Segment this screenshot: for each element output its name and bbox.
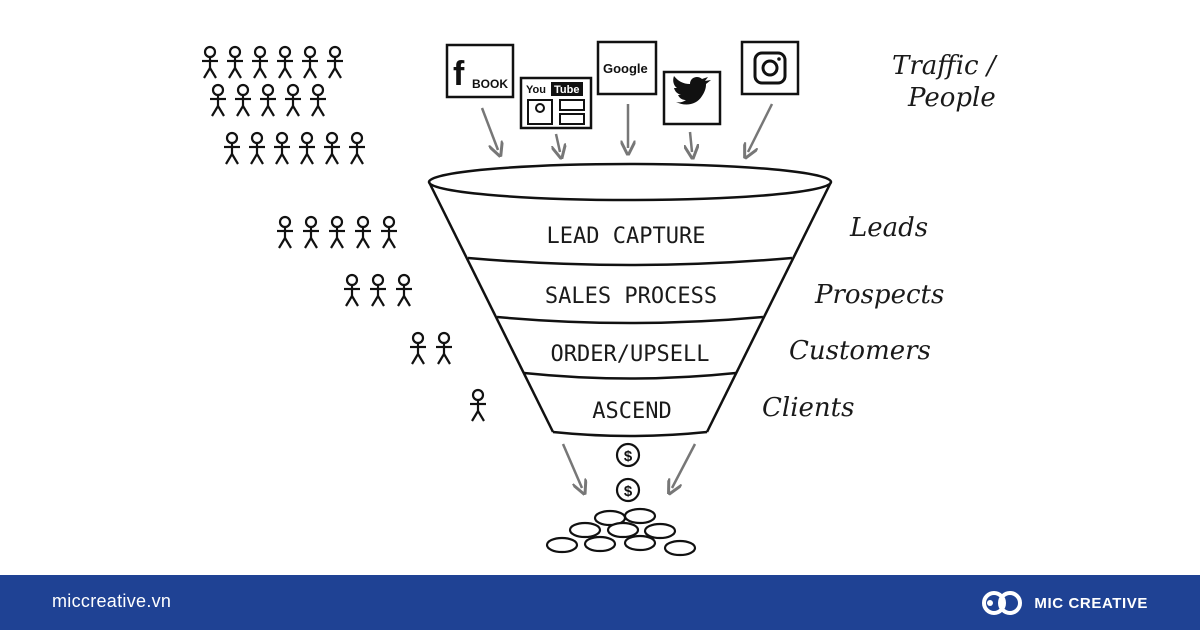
person-icon — [308, 83, 328, 118]
person-icon — [468, 388, 488, 423]
person-icon — [353, 215, 373, 250]
person-icon — [379, 215, 399, 250]
stage-label-order-upsell: ORDER/UPSELL — [551, 342, 710, 367]
youtube-icon: You Tube — [519, 76, 593, 130]
person-icon — [297, 131, 317, 166]
audience-customers: Customers — [789, 336, 931, 366]
google-icon-text: Google — [603, 61, 648, 76]
twitter-icon — [662, 70, 722, 126]
person-icon — [250, 45, 270, 80]
youtube-icon-text-b: Tube — [554, 84, 579, 96]
person-icon — [200, 45, 220, 80]
person-icon — [247, 131, 267, 166]
stage-label-ascend: ASCEND — [592, 399, 671, 424]
person-icon — [275, 215, 295, 250]
person-icon — [225, 45, 245, 80]
outflow-arrows — [561, 443, 697, 488]
person-icon — [283, 83, 303, 118]
audience-clients: Clients — [762, 393, 854, 423]
stage-label-sales-process: SALES PROCESS — [545, 284, 717, 309]
dollar-coin-icon: $ — [615, 442, 641, 468]
person-icon — [347, 131, 367, 166]
person-icon — [368, 273, 388, 308]
funnel-diagram: f BOOK You Tube Google Traffic / People — [200, 40, 998, 557]
person-icon — [272, 131, 292, 166]
traffic-label-line1: Traffic / — [892, 51, 998, 81]
brand-logo[interactable]: MIC CREATIVE — [980, 587, 1148, 619]
dollar-coin-icon: $ — [615, 477, 641, 503]
traffic-crowd — [200, 45, 367, 166]
person-icon — [408, 331, 428, 366]
footer-website-link[interactable]: miccreative.vn — [52, 591, 172, 611]
person-icon — [258, 83, 278, 118]
instagram-icon — [740, 40, 800, 96]
person-icon — [325, 45, 345, 80]
brand-name: MIC CREATIVE — [1034, 594, 1148, 612]
google-icon: Google — [596, 40, 658, 96]
traffic-label-line2: People — [907, 83, 996, 113]
inflow-arrows — [480, 103, 774, 152]
stage-label-lead-capture: LEAD CAPTURE — [547, 224, 706, 249]
svg-text:$: $ — [624, 448, 633, 465]
mic-logo-icon — [982, 591, 1023, 615]
stage-people-groups — [275, 215, 488, 423]
funnel — [427, 162, 833, 438]
audience-leads: Leads — [849, 213, 928, 243]
svg-text:f: f — [453, 55, 465, 93]
facebook-icon-text: BOOK — [472, 77, 508, 91]
youtube-icon-text-a: You — [526, 84, 546, 96]
person-icon — [301, 215, 321, 250]
person-icon — [327, 215, 347, 250]
person-icon — [322, 131, 342, 166]
audience-prospects: Prospects — [814, 280, 944, 310]
coin-pile-icon — [545, 507, 697, 557]
person-icon — [222, 131, 242, 166]
person-icon — [342, 273, 362, 308]
person-icon — [275, 45, 295, 80]
facebook-icon: f BOOK — [445, 43, 515, 99]
person-icon — [208, 83, 228, 118]
person-icon — [434, 331, 454, 366]
footer-bar: miccreative.vn MIC CREATIVE — [0, 575, 1200, 630]
svg-text:$: $ — [624, 483, 633, 500]
person-icon — [233, 83, 253, 118]
person-icon — [300, 45, 320, 80]
person-icon — [394, 273, 414, 308]
